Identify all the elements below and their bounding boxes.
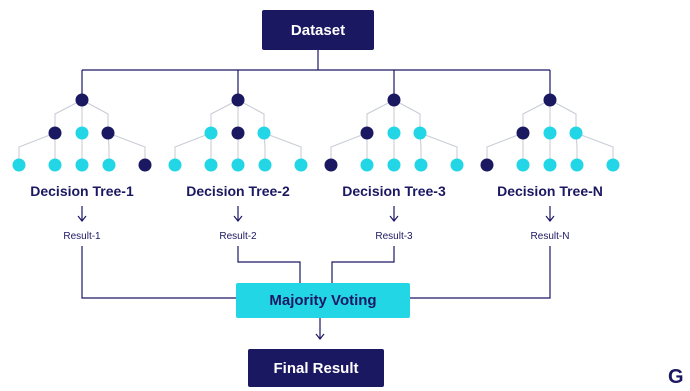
leaf-node xyxy=(258,158,272,172)
leaf-node xyxy=(324,158,338,172)
root-node xyxy=(543,93,557,107)
leaf-node xyxy=(204,158,218,172)
mid-node xyxy=(75,126,89,140)
leaf-node xyxy=(360,158,374,172)
leaf-node xyxy=(48,158,62,172)
decision-tree-4 xyxy=(480,93,620,172)
mid-node xyxy=(101,126,115,140)
root-node xyxy=(75,93,89,107)
tree-label-1: Decision Tree-1 xyxy=(30,183,134,199)
mid-node xyxy=(569,126,583,140)
leaf-node xyxy=(516,158,530,172)
leaf-node xyxy=(450,158,464,172)
tree-label-n: Decision Tree-N xyxy=(497,183,603,199)
leaf-node xyxy=(138,158,152,172)
leaf-node xyxy=(387,158,401,172)
result-arrows xyxy=(77,206,555,222)
result-label-3: Result-3 xyxy=(375,231,413,242)
leaf-node xyxy=(570,158,584,172)
final-result-box: Final Result xyxy=(248,349,384,387)
tree-label-3: Decision Tree-3 xyxy=(342,183,446,199)
result-label-n: Result-N xyxy=(530,231,570,242)
leaf-node xyxy=(168,158,182,172)
brand-logo-icon: G xyxy=(668,366,684,388)
mid-node xyxy=(360,126,374,140)
mid-node xyxy=(257,126,271,140)
result-label-1: Result-1 xyxy=(63,231,101,242)
mid-node xyxy=(231,126,245,140)
result-label-2: Result-2 xyxy=(219,231,257,242)
mid-node xyxy=(204,126,218,140)
mid-node xyxy=(387,126,401,140)
root-node xyxy=(387,93,401,107)
voting-connectors xyxy=(81,246,551,340)
decision-tree-1 xyxy=(12,93,152,172)
tree-label-2: Decision Tree-2 xyxy=(186,183,290,199)
leaf-node xyxy=(414,158,428,172)
leaf-node xyxy=(231,158,245,172)
mid-node xyxy=(48,126,62,140)
root-node xyxy=(231,93,245,107)
dataset-connectors xyxy=(81,50,551,95)
decision-tree-3 xyxy=(324,93,464,172)
dataset-box: Dataset xyxy=(262,10,374,50)
leaf-node xyxy=(294,158,308,172)
leaf-node xyxy=(12,158,26,172)
mid-node xyxy=(413,126,427,140)
leaf-node xyxy=(75,158,89,172)
majority-voting-box: Majority Voting xyxy=(236,283,410,318)
leaf-node xyxy=(480,158,494,172)
leaf-node xyxy=(606,158,620,172)
decision-tree-2 xyxy=(168,93,308,172)
mid-node xyxy=(543,126,557,140)
leaf-node xyxy=(102,158,116,172)
trees-layer xyxy=(12,93,620,172)
mid-node xyxy=(516,126,530,140)
leaf-node xyxy=(543,158,557,172)
